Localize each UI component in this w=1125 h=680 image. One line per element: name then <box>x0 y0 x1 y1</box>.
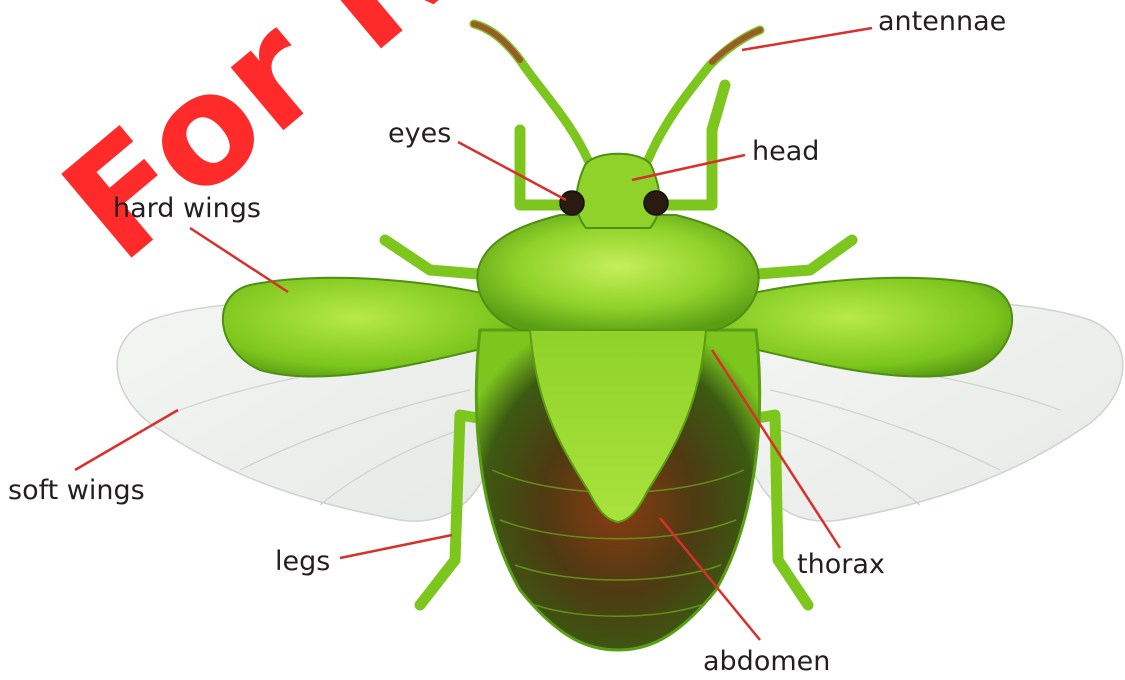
pronotum-shape <box>477 215 758 330</box>
label-soft-wings: soft wings <box>8 477 145 504</box>
leader-soft-wings <box>75 410 178 470</box>
leader-hard-wings <box>190 228 288 292</box>
leader-eyes <box>458 142 566 200</box>
label-thorax: thorax <box>797 551 885 578</box>
label-legs: legs <box>275 548 330 575</box>
head-shape <box>576 154 659 228</box>
label-eyes: eyes <box>388 120 451 147</box>
label-abdomen: abdomen <box>703 648 830 675</box>
leader-legs <box>340 535 452 558</box>
label-hard-wings: hard wings <box>113 195 261 222</box>
eye-left <box>560 191 584 215</box>
eye-right <box>644 191 668 215</box>
label-antennae: antennae <box>878 8 1006 35</box>
label-head: head <box>752 138 819 165</box>
